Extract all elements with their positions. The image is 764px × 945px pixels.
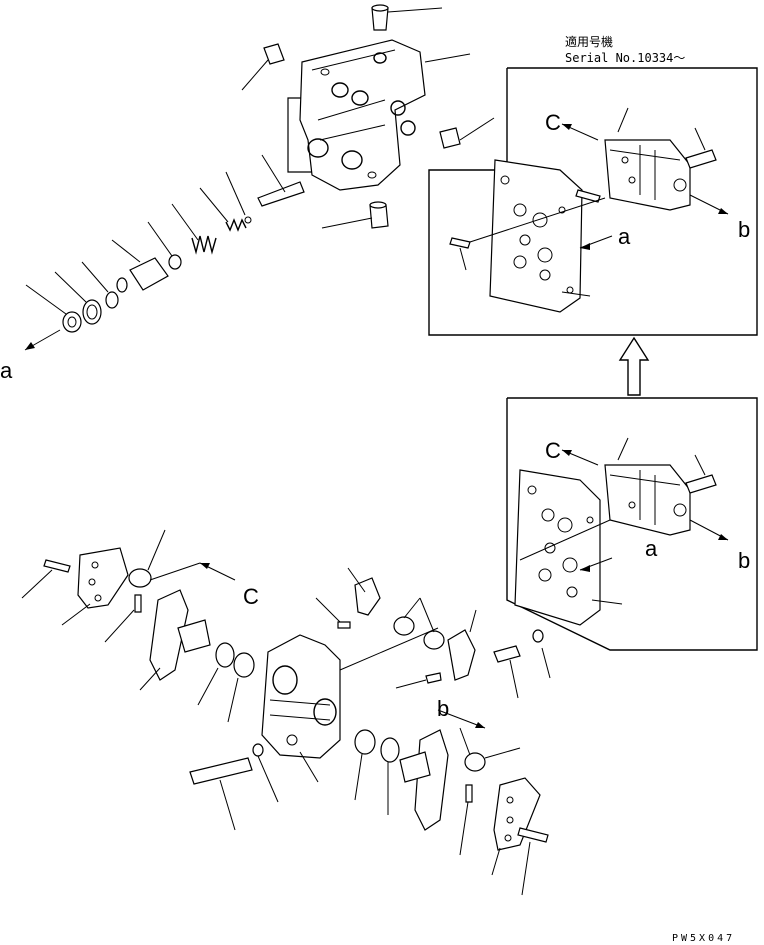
valve-body-top — [24, 4, 495, 351]
lower-detail-box — [506, 397, 758, 651]
callout-c-lower: C — [545, 438, 561, 463]
drawing-code: PW5X047 — [672, 933, 735, 944]
callout-a-upper: a — [618, 224, 631, 249]
callout-a-top: a — [0, 358, 13, 383]
serial-note-english: Serial No.10334～ — [565, 51, 685, 65]
callout-b-bottom: b — [437, 696, 449, 721]
callout-c-bottom: C — [243, 584, 259, 609]
callout-b-upper: b — [738, 217, 750, 242]
change-arrow — [618, 336, 650, 396]
serial-note-japanese: 適用号機 — [565, 34, 613, 49]
bottom-assembly — [21, 529, 551, 896]
callout-b-lower: b — [738, 548, 750, 573]
callout-c-upper: C — [545, 110, 561, 135]
upper-detail-box — [428, 67, 758, 336]
callout-a-lower: a — [645, 536, 658, 561]
